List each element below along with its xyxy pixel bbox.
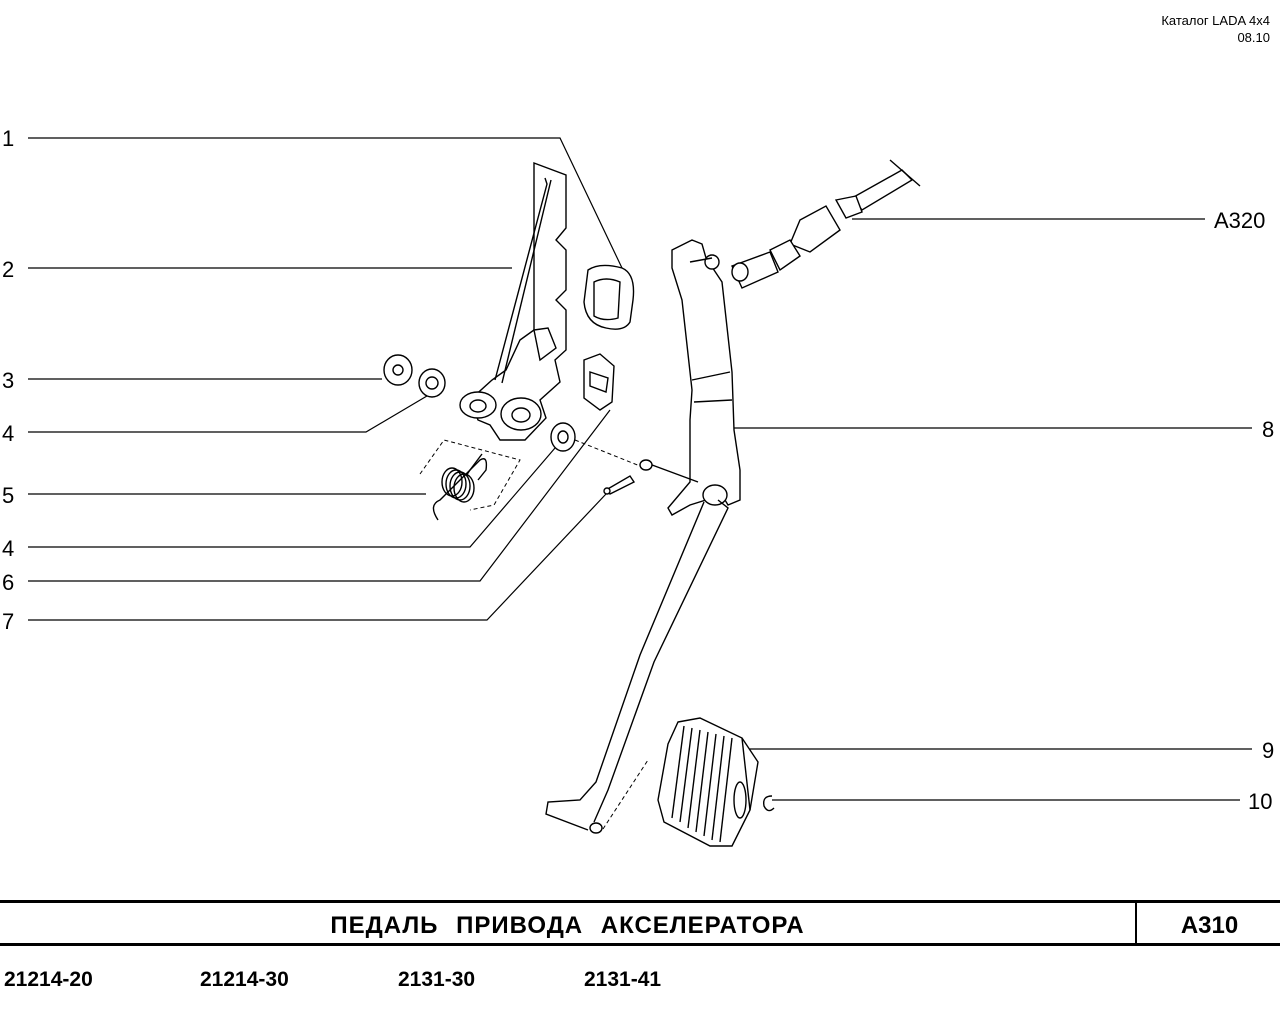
rubber-cap: [583, 264, 635, 330]
callout-5: 5: [2, 483, 14, 508]
catalog-date: 08.10: [1237, 30, 1270, 45]
model-code: 2131-30: [398, 968, 476, 991]
callout-6: 6: [2, 570, 14, 595]
leader-lines: [28, 137, 1252, 801]
assembly-dashes: [419, 439, 649, 830]
callout-a320: A320: [1214, 208, 1265, 233]
bushing-pad: [583, 353, 615, 411]
pedal-pad: [657, 717, 759, 847]
model-code: 21214-30: [200, 968, 289, 991]
callout-7: 7: [2, 609, 14, 634]
leader-7: [28, 493, 607, 621]
catalog-name: Каталог LADA 4x4: [1161, 13, 1270, 28]
callout-8: 8: [1262, 417, 1274, 442]
retaining-clip: [762, 795, 775, 812]
leader-4b: [28, 447, 556, 548]
parts-diagram: 1 2 3 4 5 4 6 7 A320 8 9 10: [2, 126, 1274, 847]
callout-9: 9: [1262, 738, 1274, 763]
leader-6: [28, 409, 611, 582]
callout-3: 3: [2, 368, 14, 393]
callout-2: 2: [2, 257, 14, 282]
cotter-pin: [603, 475, 636, 495]
callout-4a: 4: [2, 421, 14, 446]
return-spring: [432, 453, 488, 521]
washers: [383, 354, 576, 452]
accelerator-cable: [731, 159, 921, 289]
callout-4b: 4: [2, 536, 14, 561]
bracket-drawing: [459, 161, 567, 441]
assembly-title: ПЕДАЛЬ ПРИВОДА АКСЕЛЕРАТОРА: [330, 912, 805, 939]
pedal-lever: [639, 239, 741, 516]
model-code: 2131-41: [584, 968, 662, 991]
leader-4a: [28, 392, 433, 433]
catalog-header: Каталог LADA 4x4 08.10: [1161, 12, 1270, 46]
pedal-arm: [545, 499, 729, 834]
callout-10: 10: [1248, 789, 1272, 814]
callout-1: 1: [2, 126, 14, 151]
section-code: A310: [1135, 903, 1280, 943]
title-block: ПЕДАЛЬ ПРИВОДА АКСЕЛЕРАТОРА A310: [0, 900, 1280, 946]
leader-1: [28, 137, 623, 269]
model-list: 21214-20 21214-30 2131-30 2131-41: [0, 968, 1280, 998]
model-code: 21214-20: [4, 968, 93, 991]
